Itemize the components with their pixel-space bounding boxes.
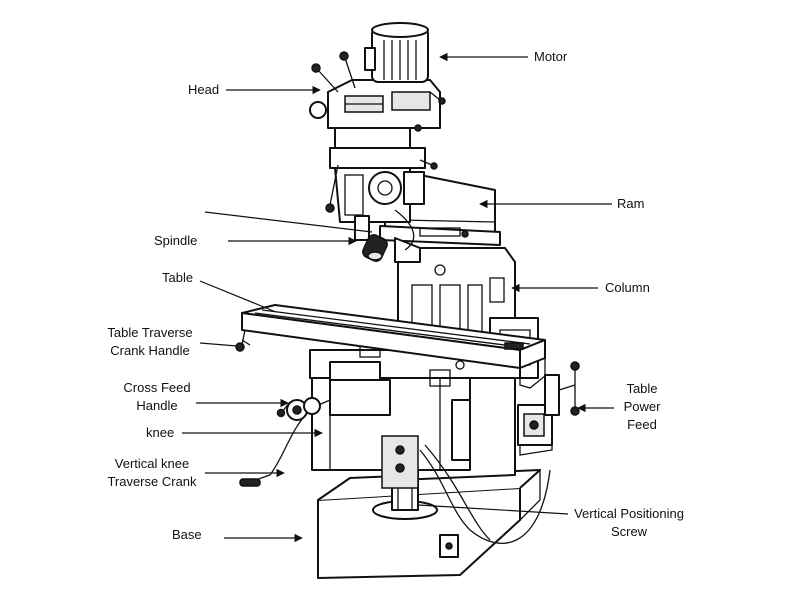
cross-feed-handle xyxy=(276,399,331,421)
label-cross-feed-line1: Cross Feed xyxy=(123,380,191,395)
spindle-upper-leader xyxy=(204,211,373,233)
label-head: Head xyxy=(188,82,220,97)
label-table-traverse-line2: Crank Handle xyxy=(110,343,190,358)
label-spindle: Spindle xyxy=(154,233,198,248)
label-column: Column xyxy=(605,280,650,295)
table-traverse-leader xyxy=(199,342,238,347)
label-vertical-screw-line2: Screw xyxy=(610,524,648,539)
label-table-power-feed: Table Power Feed xyxy=(612,380,672,434)
label-ram: Ram xyxy=(617,196,645,211)
label-vertical-knee-traverse-crank: Vertical knee Traverse Crank xyxy=(100,455,204,491)
label-table-traverse-crank-handle: Table Traverse Crank Handle xyxy=(100,324,200,360)
label-base: Base xyxy=(172,527,202,542)
label-table-power-line3: Feed xyxy=(627,417,657,432)
label-knee: knee xyxy=(146,425,175,440)
machine-base xyxy=(317,468,541,579)
label-cross-feed-handle: Cross Feed Handle xyxy=(112,379,202,415)
label-table-power-line2: Power xyxy=(623,399,661,414)
label-motor: Motor xyxy=(534,49,568,64)
machine-motor xyxy=(364,22,429,83)
label-table: Table xyxy=(162,270,194,285)
label-vertical-positioning-screw: Vertical Positioning Screw xyxy=(566,505,692,541)
label-vertical-screw-line1: Vertical Positioning xyxy=(574,506,684,521)
machine-spindle xyxy=(354,209,415,262)
label-table-traverse-line1: Table Traverse xyxy=(107,325,193,340)
label-vertical-knee-line2: Traverse Crank xyxy=(107,474,197,489)
vertical-knee-crank xyxy=(239,397,321,487)
table-leader xyxy=(199,280,277,313)
label-table-power-line1: Table xyxy=(626,381,658,396)
table-traverse-crank xyxy=(235,329,251,352)
label-vertical-knee-line1: Vertical knee xyxy=(114,456,190,471)
machine-head xyxy=(309,51,446,223)
vertical-screw-leader xyxy=(417,504,569,515)
label-cross-feed-line2: Handle xyxy=(136,398,178,413)
